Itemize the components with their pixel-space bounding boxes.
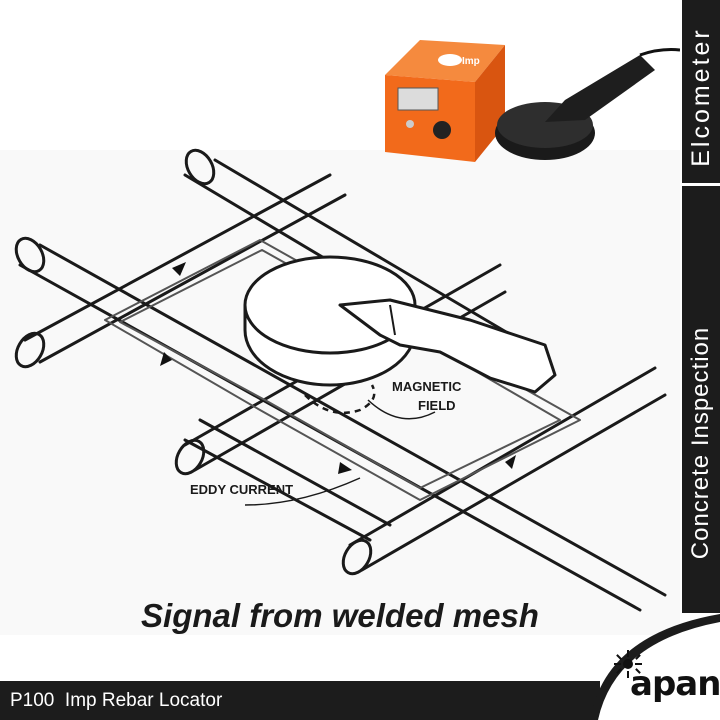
arrow-2 (160, 352, 172, 366)
rebar-a3 (183, 418, 392, 542)
imp-device: Imp (385, 40, 505, 162)
magnetic-field-label-line1: MAGNETIC (392, 379, 462, 394)
arrow-4 (505, 455, 516, 469)
probe-photo (495, 48, 680, 160)
logo-text: apan (630, 664, 720, 704)
arrow-3 (338, 462, 352, 474)
magnetic-field-line (304, 384, 376, 415)
apan-logo (590, 614, 720, 720)
rebar-b1 (14, 173, 347, 369)
sidebar-divider (682, 183, 720, 186)
sun-icon (614, 650, 642, 678)
footer-bar (0, 681, 600, 720)
device-badge-text: Imp (462, 56, 480, 67)
eddy-loop (104, 239, 581, 501)
arrow-1 (172, 262, 186, 276)
diagram-background (0, 150, 680, 635)
brand-name: Elcometer (687, 27, 715, 167)
product-title: P100 Imp Rebar Locator (10, 690, 223, 711)
diagram-caption: Signal from welded mesh (141, 597, 539, 634)
eddy-current-label: EDDY CURRENT (190, 482, 294, 497)
right-sidebar-band (682, 0, 720, 613)
rebar-b3 (341, 366, 667, 576)
magnetic-field-label-line2: FIELD (418, 398, 456, 413)
section-title: Concrete Inspection (687, 326, 714, 560)
product-photo: Imp (385, 40, 680, 162)
